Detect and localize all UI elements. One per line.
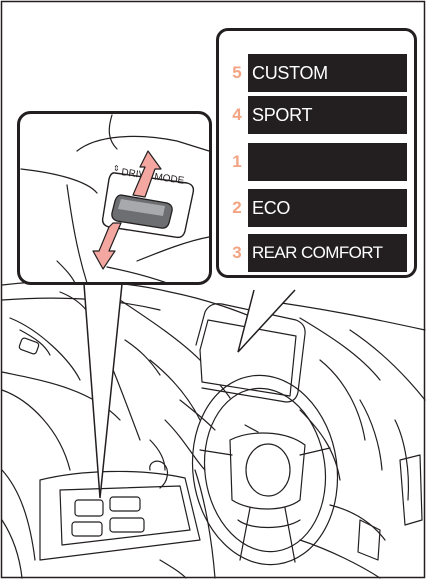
- mode-label: REAR COMFORT: [248, 234, 407, 272]
- mode-number: 3: [229, 234, 245, 272]
- mode-label: [248, 143, 407, 181]
- mode-label: CUSTOM: [248, 54, 407, 92]
- mode-label: ECO: [248, 189, 407, 227]
- mode-row-eco: 2 ECO: [229, 189, 407, 227]
- mode-number: 5: [229, 54, 245, 92]
- up-down-arrow-icon: ⇕: [113, 164, 120, 173]
- mode-row-normal: 1: [229, 143, 407, 181]
- mode-row-custom: 5 CUSTOM: [229, 54, 407, 92]
- mode-number: 2: [229, 189, 245, 227]
- mode-row-rear-comfort: 3 REAR COMFORT: [229, 234, 407, 272]
- mode-number: 1: [229, 143, 245, 181]
- mode-label: SPORT: [248, 96, 407, 134]
- mode-row-sport: 4 SPORT: [229, 96, 407, 134]
- mode-number: 4: [229, 96, 245, 134]
- drive-mode-switch-callout: DRIVE MODE ⇕: [17, 111, 217, 287]
